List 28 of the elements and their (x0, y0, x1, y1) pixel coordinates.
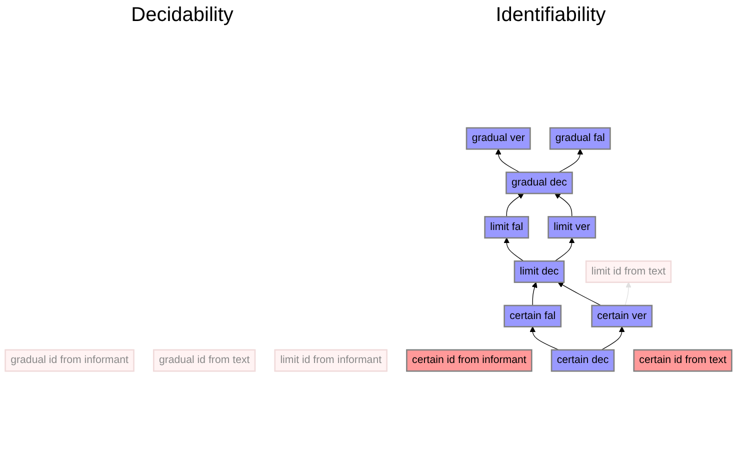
arrow (554, 238, 575, 262)
arrow (495, 148, 520, 173)
node-box: certain id from text (633, 349, 732, 372)
node-box: gradual id from text (152, 349, 256, 372)
column-heading: Decidability (131, 4, 234, 26)
arrow (530, 326, 560, 350)
arrow (506, 193, 524, 218)
node-box: gradual fal (549, 127, 611, 150)
arrow (558, 148, 584, 173)
node-box: gradual id from informant (4, 349, 134, 372)
node-box: gradual dec (506, 172, 573, 194)
column-heading: Identifiability (496, 4, 606, 26)
arrow (601, 326, 625, 350)
node-box: limit dec (514, 260, 565, 283)
node-box: certain fal (504, 304, 562, 328)
node-box: limit id from informant (274, 349, 388, 372)
arrow (624, 282, 632, 306)
node-box: gradual ver (466, 127, 531, 150)
arrow (532, 282, 538, 306)
node-box: limit fal (484, 216, 530, 239)
node-box: limit id from text (585, 260, 672, 283)
node-box: certain dec (550, 349, 615, 372)
arrow (558, 282, 602, 306)
node-box: limit ver (548, 216, 596, 239)
arrow (504, 238, 524, 262)
arrow (554, 193, 572, 218)
node-box: certain ver (591, 304, 653, 328)
node-box: certain id from informant (406, 349, 532, 372)
